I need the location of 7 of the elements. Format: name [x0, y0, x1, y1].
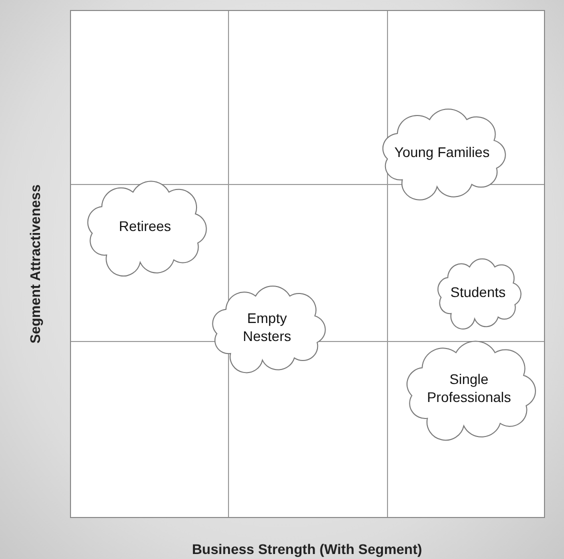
- segment-label: Single Professionals: [426, 370, 512, 406]
- segment-label: Young Families: [393, 142, 491, 162]
- segment-label: Students: [449, 282, 507, 302]
- segment-label: Empty Nesters: [242, 308, 292, 346]
- x-axis-title: Business Strength (With Segment): [192, 541, 422, 557]
- y-axis-title: Segment Attractiveness: [27, 184, 43, 344]
- segment-label: Retirees: [118, 216, 172, 236]
